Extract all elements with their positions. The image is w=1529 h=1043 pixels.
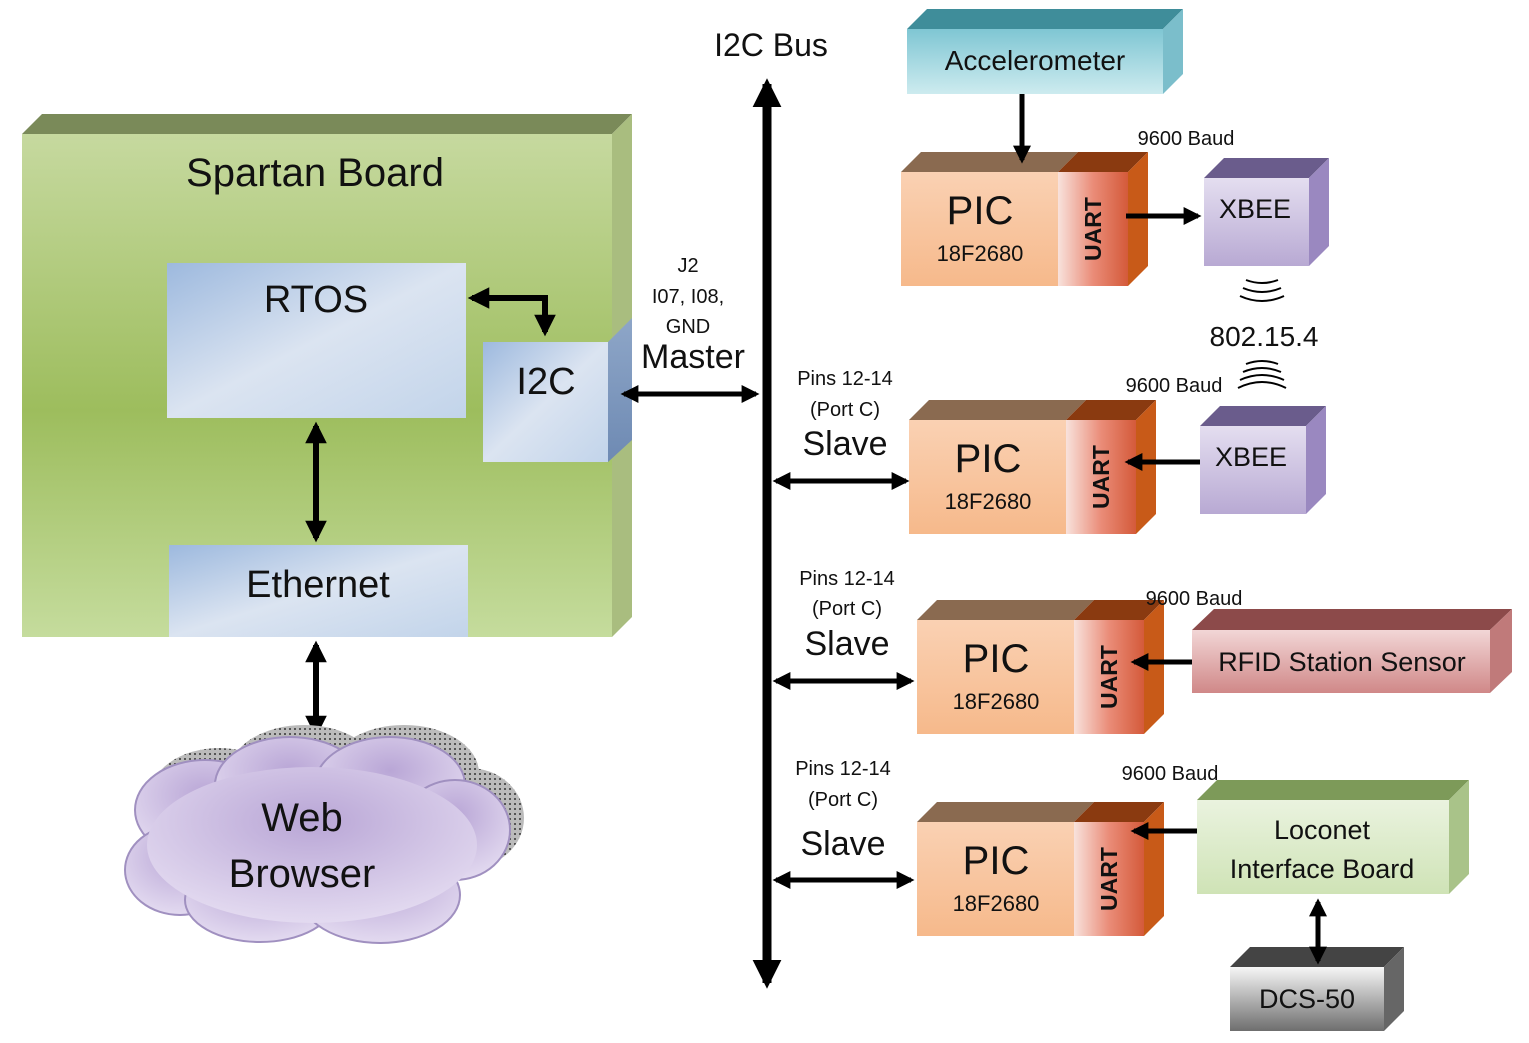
uart-front <box>1066 420 1136 534</box>
slave-pins-line1: Pins 12-14 <box>799 568 895 590</box>
uart-front <box>1058 172 1128 286</box>
dcs50-label: DCS-50 <box>1259 984 1355 1014</box>
xbee-bottom: XBEE <box>1200 406 1326 514</box>
uart-label: UART <box>1096 645 1122 709</box>
pic-name-label: PIC <box>963 637 1030 681</box>
rtos-i2c-connector <box>467 287 556 337</box>
pic-front <box>901 172 1058 286</box>
slave-pins-line2: (Port C) <box>808 789 878 811</box>
pic-top-face <box>917 802 1094 822</box>
uart-label: UART <box>1088 445 1114 509</box>
dcs50-box: DCS-50 <box>1230 947 1404 1031</box>
uart-side-face <box>1144 600 1164 734</box>
wireless-link <box>1237 279 1287 389</box>
master-label: Master <box>641 338 745 376</box>
uart-side-face <box>1144 802 1164 936</box>
loconet-label-line1: Loconet <box>1274 815 1371 845</box>
xbee-bottom-label: XBEE <box>1215 442 1287 472</box>
slave-label: Slave <box>804 625 889 663</box>
uart-side-face <box>1136 400 1156 534</box>
slave-pins-line1: Pins 12-14 <box>795 758 891 780</box>
master-connection: J2 I07, I08, GND Master <box>620 255 760 403</box>
pic-name-label: PIC <box>947 189 1014 233</box>
rtos-label: RTOS <box>264 279 368 321</box>
slave-pins-line2: (Port C) <box>810 399 880 421</box>
pic-name-label: PIC <box>963 839 1030 883</box>
baud-label-4: 9600 Baud <box>1122 763 1219 785</box>
uart-top-face <box>1058 152 1148 172</box>
i2c-label: I2C <box>516 361 575 403</box>
master-connector-line1: J2 <box>677 255 698 277</box>
pic-model-label: 18F2680 <box>953 689 1040 714</box>
slave-connection: Pins 12-14 (Port C) Slave <box>772 758 915 889</box>
baud-label-3: 9600 Baud <box>1146 588 1243 610</box>
pic-top-face <box>901 152 1078 172</box>
rfid-sensor-box: RFID Station Sensor <box>1192 609 1512 693</box>
pic-unit: PIC 18F2680 UART <box>909 400 1156 534</box>
pic-model-label: 18F2680 <box>953 891 1040 916</box>
uart-top-face <box>1074 600 1164 620</box>
pic-unit: PIC 18F2680 UART <box>901 152 1148 286</box>
pic-name-label: PIC <box>955 437 1022 481</box>
uart-label: UART <box>1080 197 1106 261</box>
spartan-board-title: Spartan Board <box>186 151 444 195</box>
i2c-bus-title: I2C Bus <box>714 27 828 63</box>
i2c-box: I2C <box>483 318 632 462</box>
xbee-top: XBEE <box>1204 158 1329 266</box>
accelerometer-box: Accelerometer <box>907 9 1183 94</box>
slave-connection: Pins 12-14 (Port C) Slave <box>772 368 910 490</box>
uart-top-face <box>1066 400 1156 420</box>
slave-label: Slave <box>800 825 885 863</box>
pic-top-face <box>917 600 1094 620</box>
pic-top-face <box>909 400 1086 420</box>
pic-front <box>909 420 1066 534</box>
pic-model-label: 18F2680 <box>945 489 1032 514</box>
cloud-label-line1: Web <box>261 796 343 840</box>
web-browser-cloud: Web Browser <box>124 725 524 944</box>
ethernet-label: Ethernet <box>246 564 390 606</box>
pic-front <box>917 822 1074 936</box>
slave-pins-line2: (Port C) <box>812 598 882 620</box>
uart-front <box>1074 620 1144 734</box>
cloud-label-line2: Browser <box>229 852 376 896</box>
master-connector-line2: I07, I08, <box>652 286 724 308</box>
pic-unit: PIC 18F2680 UART <box>917 600 1164 734</box>
slave-pins-line1: Pins 12-14 <box>797 368 893 390</box>
pic-unit: PIC 18F2680 UART <box>917 802 1164 936</box>
loconet-board-box: Loconet Interface Board <box>1197 780 1469 894</box>
uart-front <box>1074 822 1144 936</box>
slave-label: Slave <box>802 425 887 463</box>
uart-top-face <box>1074 802 1164 822</box>
pic-front <box>917 620 1074 734</box>
baud-label-2: 9600 Baud <box>1126 375 1223 397</box>
master-connector-line3: GND <box>666 316 710 338</box>
uart-side-face <box>1128 152 1148 286</box>
wireless-standard-label: 802.15.4 <box>1210 321 1319 352</box>
rfid-sensor-label: RFID Station Sensor <box>1218 647 1466 677</box>
xbee-top-label: XBEE <box>1219 194 1291 224</box>
baud-label-1: 9600 Baud <box>1138 128 1235 150</box>
pic-model-label: 18F2680 <box>937 241 1024 266</box>
rtos-box: RTOS <box>167 263 466 418</box>
slave-connection: Pins 12-14 (Port C) Slave <box>772 568 915 690</box>
uart-label: UART <box>1096 847 1122 911</box>
ethernet-box: Ethernet <box>169 545 468 637</box>
loconet-label-line2: Interface Board <box>1230 854 1415 884</box>
accelerometer-label: Accelerometer <box>945 45 1126 76</box>
